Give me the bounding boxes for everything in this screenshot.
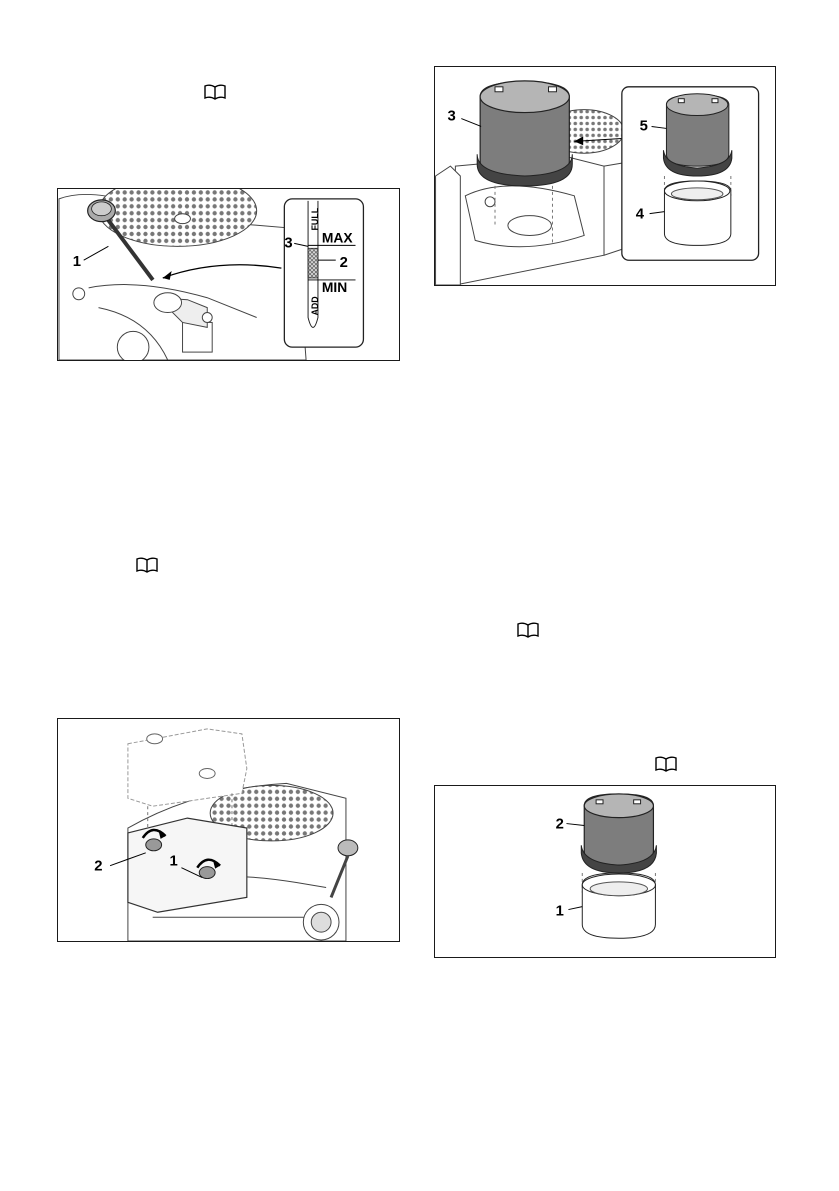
air-filter-cover-figure: 2 1 — [57, 718, 400, 942]
gauge-add-label: ADD — [310, 296, 320, 316]
dipstick-illustration: FULL MAX MIN ADD 1 2 3 — [58, 189, 399, 360]
book-icon — [204, 84, 226, 100]
callout-foam-pre-filter: 4 — [636, 207, 645, 223]
air-filter-parts-illustration: 2 1 — [435, 786, 775, 957]
dipstick-figure: FULL MAX MIN ADD 1 2 3 — [57, 188, 400, 361]
book-icon — [136, 557, 158, 573]
callout-cover-knob-1: 1 — [170, 854, 178, 870]
callout-paper-element: 2 — [556, 817, 564, 833]
callout-crosshatch-zone: 2 — [340, 255, 348, 271]
air-filter-assembly-figure: 3 5 4 — [434, 66, 776, 286]
gauge-min-label: MIN — [322, 279, 347, 295]
air-filter-cover-illustration: 2 1 — [58, 719, 399, 941]
callout-filter-assembly: 3 — [447, 109, 455, 125]
callout-max-line: 3 — [284, 235, 292, 251]
gauge-full-label: FULL — [310, 207, 320, 230]
air-filter-assembly-illustration: 3 5 4 — [435, 67, 775, 285]
callout-paper-element: 5 — [640, 118, 648, 134]
book-icon — [517, 622, 539, 638]
callout-foam-pre-filter: 1 — [556, 903, 564, 919]
book-icon — [655, 756, 677, 772]
callout-cover-knob-2: 2 — [94, 859, 102, 875]
air-filter-parts-figure: 2 1 — [434, 785, 776, 958]
gauge-max-label: MAX — [322, 229, 354, 245]
callout-dipstick: 1 — [73, 254, 81, 270]
